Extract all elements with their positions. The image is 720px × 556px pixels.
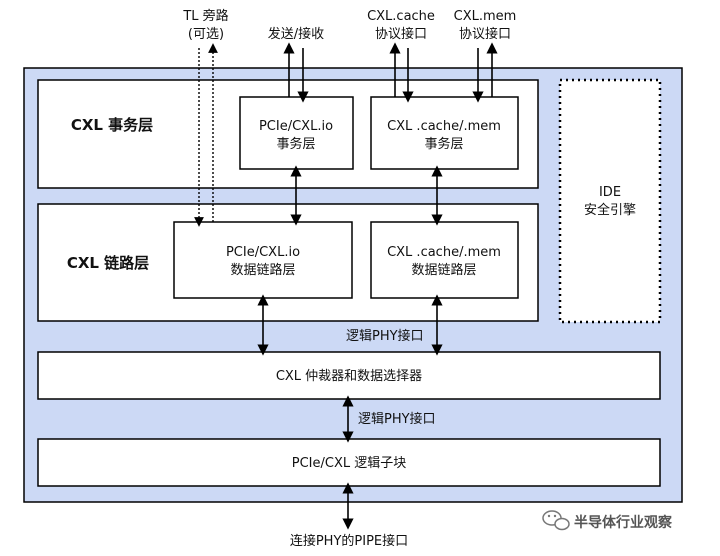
ide-engine-box bbox=[558, 78, 662, 324]
transaction-layer-title: CXL 事务层 bbox=[71, 116, 153, 134]
cache-transaction-label-1: CXL .cache/.mem bbox=[387, 119, 501, 134]
ide-label-2: 安全引擎 bbox=[584, 202, 636, 218]
pcie-transaction-label-1: PCIe/CXL.io bbox=[259, 119, 333, 134]
watermark-text: 半导体行业观察 bbox=[574, 514, 673, 531]
pcie-link-label-2: 数据链路层 bbox=[230, 262, 295, 278]
cache-link-label-1: CXL .cache/.mem bbox=[387, 245, 501, 260]
cxl-mem-label-1: CXL.mem bbox=[454, 9, 517, 24]
cxl-cache-label-1: CXL.cache bbox=[367, 9, 435, 24]
tl-bypass-label-2: (可选) bbox=[188, 27, 224, 42]
pcie-transaction-box bbox=[239, 96, 354, 170]
cache-link-label-2: 数据链路层 bbox=[411, 262, 476, 278]
pcie-link-box bbox=[173, 221, 353, 299]
send-receive-label: 发送/接收 bbox=[268, 26, 324, 42]
cxl-cache-label-2: 协议接口 bbox=[375, 26, 427, 42]
link-layer-title: CXL 链路层 bbox=[67, 254, 149, 272]
cache-link-box bbox=[370, 221, 519, 299]
wechat-icon bbox=[542, 510, 570, 531]
arbiter-label: CXL 仲裁器和数据选择器 bbox=[276, 368, 422, 384]
cxl-mem-label-2: 协议接口 bbox=[459, 26, 511, 42]
watermark: 半导体行业观察 bbox=[542, 510, 673, 531]
tl-bypass-label-1: TL 旁路 bbox=[182, 8, 228, 24]
pcie-link-label-1: PCIe/CXL.io bbox=[226, 245, 300, 260]
logic-phy-label-1: 逻辑PHY接口 bbox=[346, 328, 424, 344]
pipe-interface-label: 连接PHY的PIPE接口 bbox=[290, 533, 408, 549]
cache-transaction-box bbox=[370, 96, 519, 170]
arbiter-box bbox=[37, 351, 661, 400]
logic-phy-label-2: 逻辑PHY接口 bbox=[358, 411, 436, 427]
cache-transaction-label-2: 事务层 bbox=[424, 136, 463, 152]
ide-label-1: IDE bbox=[599, 185, 621, 200]
pcie-logic-label: PCIe/CXL 逻辑子块 bbox=[292, 456, 407, 471]
pcie-transaction-label-2: 事务层 bbox=[276, 136, 315, 152]
